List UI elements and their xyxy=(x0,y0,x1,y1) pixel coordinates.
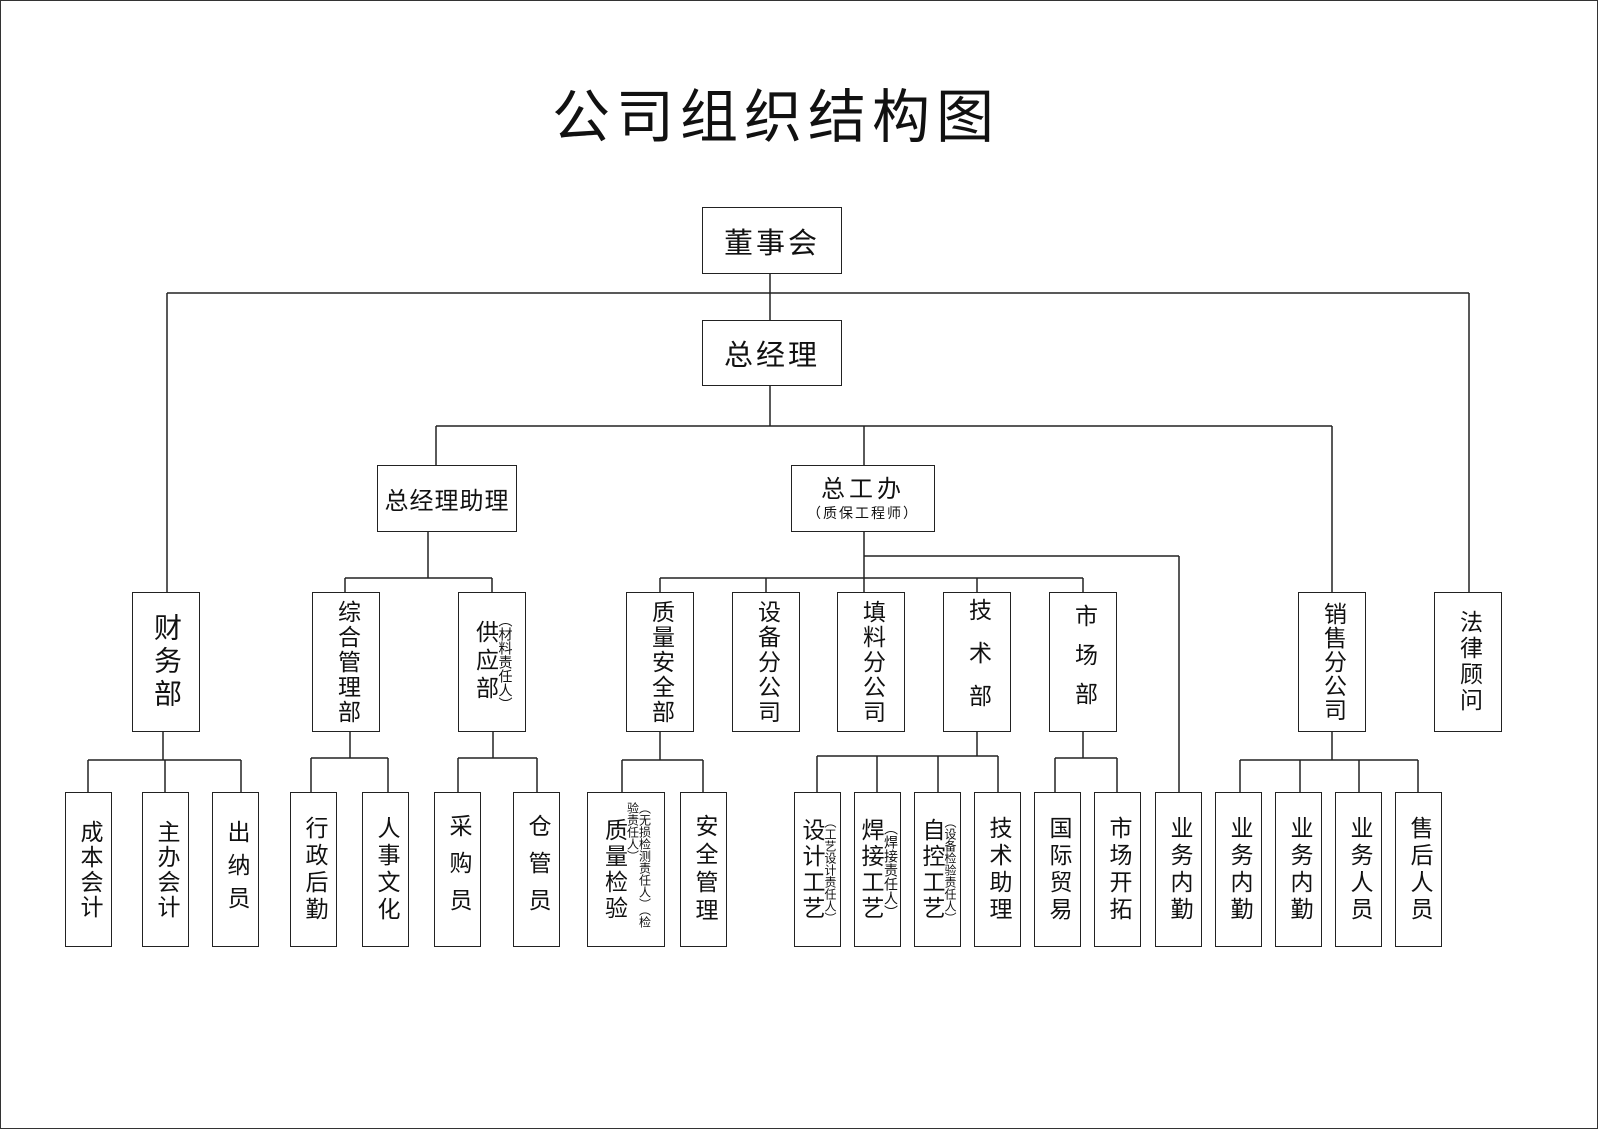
finance-dept-label: 财务部 xyxy=(150,612,183,712)
quality-unit-safety: 安全管理 xyxy=(680,792,727,947)
supply-unit-warehouse: 仓管员 xyxy=(513,792,560,947)
market-dept-box: 市场部 xyxy=(1049,592,1117,732)
chief-engineer-office-note: （质保工程师） xyxy=(807,505,919,522)
equipment-company-label: 设备分公司 xyxy=(753,599,780,725)
quality-safety-dept-box: 质量安全部 xyxy=(626,592,694,732)
legal-advisor-label: 法律顾问 xyxy=(1455,610,1482,714)
chief-engineer-office-box: 总工办 （质保工程师） xyxy=(791,465,935,532)
legal-advisor-box: 法律顾问 xyxy=(1434,592,1502,732)
tech-unit-control-process: 自控工艺 （设备检验责任人） xyxy=(914,792,961,947)
general-manager-label: 总经理 xyxy=(723,338,820,372)
supply-dept-note: （材料责任人） xyxy=(496,613,513,711)
tech-unit-design-process: 设计工艺 （工艺设计责任人） xyxy=(794,792,841,947)
unit-label: 技术助理 xyxy=(985,815,1011,924)
unit-label: 采购员 xyxy=(445,814,471,925)
general-admin-dept-box: 综合管理部 xyxy=(312,592,380,732)
unit-note: （工艺设计责任人） xyxy=(823,815,837,924)
unit-note: （无损检测责任人）（检验责任人） xyxy=(625,802,652,928)
filler-company-label: 填料分公司 xyxy=(858,599,885,725)
chief-engineer-office-label: 总工办 xyxy=(821,474,905,503)
unit-label: 焊接工艺 xyxy=(857,817,883,922)
unit-label: 成本会计 xyxy=(76,819,102,920)
market-unit-development: 市场开拓 xyxy=(1094,792,1141,947)
quality-unit-inspection: 质量检验 （无损检测责任人）（检验责任人） xyxy=(587,792,665,947)
board-label: 董事会 xyxy=(723,225,820,260)
unit-label: 自控工艺 xyxy=(918,817,944,922)
unit-note: （设备检验责任人） xyxy=(943,815,957,924)
unit-label: 市场开拓 xyxy=(1105,815,1131,924)
unit-label: 仓管员 xyxy=(524,814,550,925)
supply-dept-box: 供应部 （材料责任人） xyxy=(458,592,526,732)
unit-label: 业务内勤 xyxy=(1286,815,1312,924)
finance-dept-box: 财务部 xyxy=(132,592,200,732)
market-unit-international-trade: 国际贸易 xyxy=(1034,792,1081,947)
market-dept-label: 市场部 xyxy=(1070,603,1097,721)
sales-unit-2: 业务内勤 xyxy=(1275,792,1322,947)
sales-company-label: 销售分公司 xyxy=(1319,602,1346,722)
tech-dept-label: 技术部 xyxy=(964,597,991,727)
unit-label: 业务内勤 xyxy=(1166,815,1192,924)
tech-unit-assistant: 技术助理 xyxy=(974,792,1021,947)
business-office-box: 业务内勤 xyxy=(1155,792,1202,947)
chart-title: 公司组织结构图 xyxy=(551,83,1000,151)
equipment-company-box: 设备分公司 xyxy=(732,592,800,732)
unit-label: 出纳员 xyxy=(223,820,249,919)
sales-unit-4: 售后人员 xyxy=(1395,792,1442,947)
unit-label: 人事文化 xyxy=(373,815,399,924)
finance-unit-cost-accounting: 成本会计 xyxy=(65,792,112,947)
unit-label: 安全管理 xyxy=(691,813,717,926)
unit-note: （焊接责任人） xyxy=(882,820,898,919)
finance-unit-chief-accountant: 主办会计 xyxy=(142,792,189,947)
general-admin-dept-label: 综合管理部 xyxy=(333,599,360,725)
filler-company-box: 填料分公司 xyxy=(837,592,905,732)
general-manager-box: 总经理 xyxy=(702,320,842,386)
quality-safety-dept-label: 质量安全部 xyxy=(647,599,674,725)
finance-unit-cashier: 出纳员 xyxy=(212,792,259,947)
sales-unit-1: 业务内勤 xyxy=(1215,792,1262,947)
supply-dept-label: 供应部 xyxy=(471,620,498,704)
unit-label: 行政后勤 xyxy=(301,815,327,924)
gm-assistant-label: 总经理助理 xyxy=(384,487,510,515)
unit-label: 国际贸易 xyxy=(1045,815,1071,924)
admin-unit-hr-culture: 人事文化 xyxy=(362,792,409,947)
unit-label: 质量检验 xyxy=(600,817,627,922)
unit-label: 设计工艺 xyxy=(798,817,824,922)
tech-unit-welding-process: 焊接工艺 （焊接责任人） xyxy=(854,792,901,947)
unit-label: 主办会计 xyxy=(153,819,179,920)
sales-company-box: 销售分公司 xyxy=(1298,592,1366,732)
sales-unit-3: 业务人员 xyxy=(1335,792,1382,947)
admin-unit-logistics: 行政后勤 xyxy=(290,792,337,947)
unit-label: 业务内勤 xyxy=(1226,815,1252,924)
tech-dept-box: 技术部 xyxy=(943,592,1011,732)
unit-label: 售后人员 xyxy=(1406,815,1432,924)
gm-assistant-box: 总经理助理 xyxy=(377,465,517,532)
supply-unit-purchaser: 采购员 xyxy=(434,792,481,947)
board-box: 董事会 xyxy=(702,207,842,274)
unit-label: 业务人员 xyxy=(1346,815,1372,924)
